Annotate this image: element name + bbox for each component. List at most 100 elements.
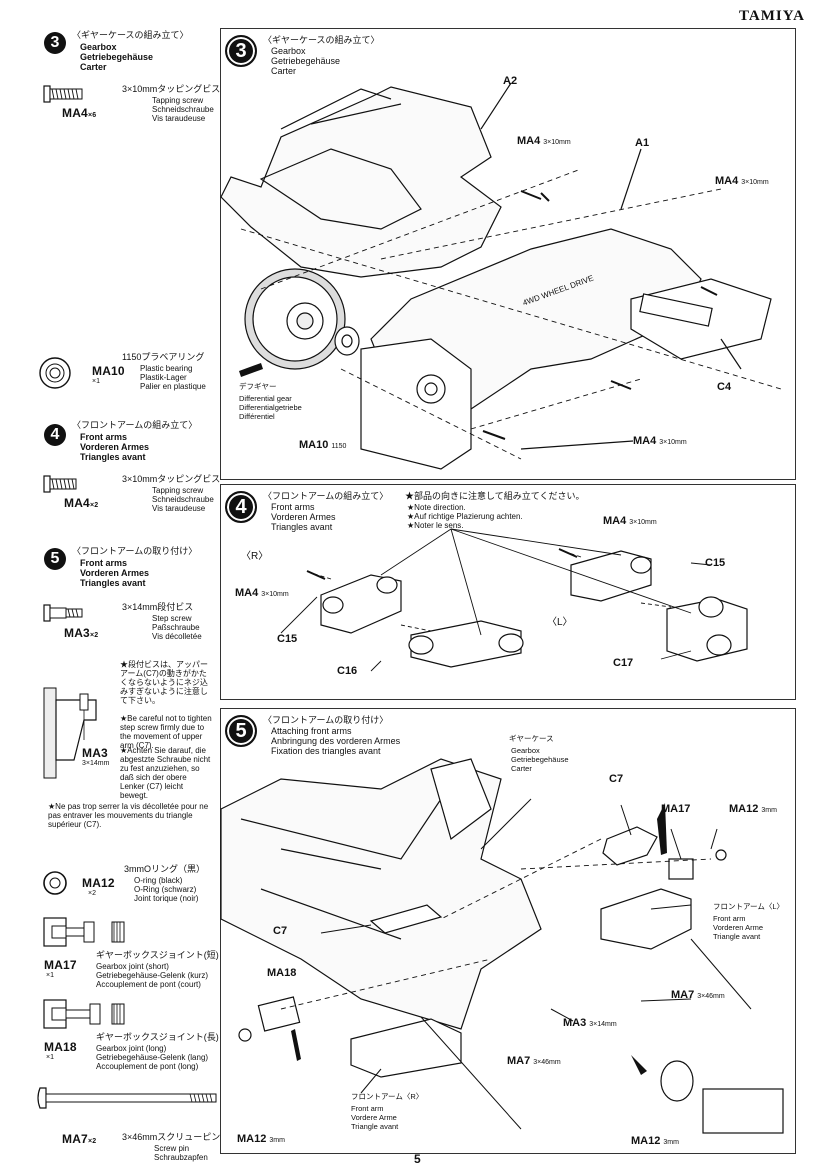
part-code: MA4: [64, 496, 90, 510]
step-4-badge: 4: [44, 424, 66, 446]
panel-4-note-de: ★Auf richtige Plazierung achten.: [407, 512, 523, 521]
part-de: Paßschraube: [152, 623, 200, 632]
part-en-ma7: Screw pin: [154, 1144, 190, 1153]
part-qty-ma18: ×1: [46, 1054, 54, 1061]
label-size: 3mm: [761, 807, 777, 814]
part-de-ma18: Getriebegehäuse-Gelenk (lang): [96, 1053, 209, 1062]
part-en: Tapping screw: [152, 486, 204, 495]
step-3-title-jp: 〈ギヤーケースの組み立て〉: [72, 30, 189, 40]
part-de-ma12: O-Ring (schwarz): [134, 885, 197, 894]
step-3-title-en: Gearbox: [80, 42, 117, 52]
bearing-icon: [39, 357, 71, 389]
attach-arms-diagram: [220, 758, 784, 1134]
step-4-title-fr: Triangles avant: [80, 452, 146, 462]
part-qty: ×2: [89, 632, 99, 639]
label-left: 〈L〉: [547, 617, 573, 628]
label-code: MA4: [235, 587, 259, 599]
diff-gear-de: Differentialgetriebe: [239, 403, 302, 412]
part-code-ma17: MA17: [44, 958, 77, 972]
step-3-title-de: Getriebegehäuse: [80, 52, 154, 62]
label-size: 3×46mm: [697, 993, 725, 1000]
part-fr-ma17: Accouplement de pont (court): [96, 980, 201, 989]
part-fr: Vis décolletée: [152, 632, 202, 641]
label-a2: A2: [503, 75, 518, 87]
gearbox-label-en: Gearbox: [511, 746, 540, 755]
part-jp-ma18: ギヤーボックスジョイント(長): [96, 1032, 219, 1042]
label-code: MA4: [603, 515, 627, 527]
panel-4-note-fr: ★Noter le sens.: [407, 521, 464, 530]
label-c7-left: C7: [273, 925, 288, 937]
label-code: MA4: [633, 435, 657, 447]
panel-3-title-fr: Carter: [271, 66, 297, 76]
label-size: 3×10mm: [261, 591, 289, 598]
part-code-ma4-step4: MA4×2: [64, 496, 98, 510]
front-arm-r-en: Front arm: [351, 1104, 384, 1113]
label-right: 〈R〉: [241, 551, 269, 562]
part-jp-ma17: ギヤーボックスジョイント(短): [96, 950, 219, 960]
upper-arm-figure-icon: [43, 687, 97, 779]
part-fr: Vis taraudeuse: [152, 504, 206, 513]
part-jp-ma7: 3×46mmスクリューピン: [122, 1132, 221, 1142]
label-ma17: MA17: [661, 803, 691, 815]
step-5-title-jp: 〈フロントアームの取り付け〉: [72, 546, 198, 556]
step-3-badge: 3: [44, 32, 66, 54]
label-code: MA12: [631, 1135, 661, 1147]
panel-3-title-de: Getriebegehäuse: [271, 56, 341, 66]
panel-5-title-en: Attaching front arms: [271, 726, 352, 736]
label-c16: C16: [337, 665, 358, 677]
panel-4-title-jp: 〈フロントアームの組み立て〉: [263, 491, 389, 501]
step-5-title-fr: Triangles avant: [80, 578, 146, 588]
step-4-title-de: Vorderen Armes: [80, 442, 150, 452]
step-5-title-en: Front arms: [80, 558, 128, 568]
front-arms-diagram: [280, 528, 748, 672]
panel-4-title-en: Front arms: [271, 502, 315, 512]
label-c15-right: C15: [705, 557, 726, 569]
gearbox-diagram: [220, 82, 782, 470]
part-code: MA7: [62, 1132, 88, 1146]
part-code-ma12: MA12: [82, 876, 115, 890]
joint-long-icon: [43, 999, 125, 1029]
front-arm-r-jp: フロントアーム〈R〉: [351, 1092, 424, 1101]
caution-note-fr: ★Ne pas trop serrer la vis décolletée po…: [48, 802, 209, 829]
step-4-title-jp: 〈フロントアームの組み立て〉: [72, 420, 198, 430]
part-en: Step screw: [152, 614, 192, 623]
page-number: 5: [414, 1152, 421, 1166]
part-code-ma10: MA10: [92, 364, 125, 378]
step-4-title-en: Front arms: [80, 432, 128, 442]
part-en-ma18: Gearbox joint (long): [96, 1044, 167, 1053]
step-5-panel: 5 〈フロントアームの取り付け〉 Attaching front arms An…: [220, 708, 796, 1154]
part-jp-ma10: 1150プラベアリング: [122, 352, 205, 362]
panel-5-title-fr: Fixation des triangles avant: [271, 746, 381, 756]
step-3-title-fr: Carter: [80, 62, 107, 72]
part-en: Tapping screw: [152, 96, 204, 105]
part-fr-ma10: Palier en plastique: [140, 382, 206, 391]
label-size: 3mm: [663, 1139, 679, 1146]
panel-4-title-fr: Triangles avant: [271, 522, 333, 532]
caution-note-jp: ★段付ビスは、アッパーアーム(C7)の動きがかたくならないようにネジ込みすぎない…: [120, 660, 208, 705]
front-arm-l-de: Vorderen Arme: [713, 923, 764, 932]
part-en-ma10: Plastic bearing: [140, 364, 193, 373]
label-size: 3×10mm: [659, 439, 687, 446]
panel-5-title-de: Anbringung des vorderen Armes: [271, 736, 401, 746]
part-jp-ma12: 3mmOリング（黒）: [124, 864, 206, 874]
panel-3-badge: 3: [225, 35, 257, 67]
panel-5-badge: 5: [225, 715, 257, 747]
part-code: MA4: [62, 106, 88, 120]
part-qty-ma10: ×1: [92, 378, 100, 385]
label-size: 3×10mm: [543, 139, 571, 146]
label-code: MA3: [563, 1017, 587, 1029]
step-5-badge: 5: [44, 548, 66, 570]
panel-3-title-jp: 〈ギヤーケースの組み立て〉: [263, 35, 380, 45]
part-qty-ma12: ×2: [88, 890, 96, 897]
